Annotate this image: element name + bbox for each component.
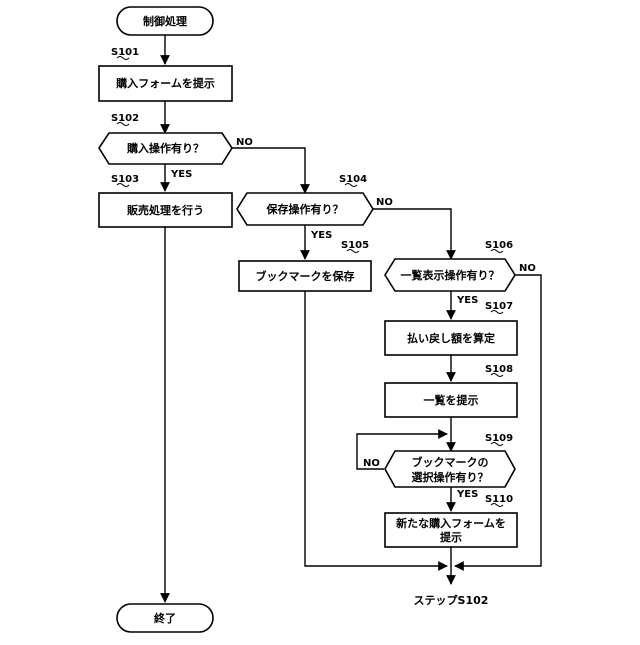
s107-label: 払い戻し額を算定	[407, 331, 495, 345]
process-s107: 払い戻し額を算定	[385, 321, 517, 355]
step-label-s108: S108	[485, 364, 513, 375]
s110-label-line2: 提示	[440, 530, 462, 544]
process-s101: 購入フォームを提示	[99, 66, 232, 101]
step-label-s107: S107	[485, 301, 513, 312]
s104-no-label: NO	[376, 197, 393, 208]
process-s110: 新たな購入フォームを 提示	[385, 513, 517, 547]
s109-yes-label: YES	[456, 489, 478, 500]
process-s108: 一覧を提示	[385, 383, 517, 417]
s110-label-line1: 新たな購入フォームを	[396, 516, 506, 530]
s102-no-label: NO	[236, 137, 253, 148]
edge-s104-no	[373, 209, 451, 259]
step-label-s101: S101	[111, 47, 139, 58]
s109-label-line1: ブックマークの	[412, 455, 489, 469]
start-terminal: 制御処理	[117, 7, 213, 35]
end-label: 終了	[154, 611, 176, 625]
end-terminal: 終了	[117, 604, 213, 632]
s102-yes-label: YES	[170, 169, 192, 180]
s104-label: 保存操作有り？	[266, 202, 344, 216]
step-label-s109: S109	[485, 433, 513, 444]
s106-no-label: NO	[519, 263, 536, 274]
step-label-s106: S106	[485, 240, 513, 251]
s103-label: 販売処理を行う	[127, 203, 204, 217]
start-label: 制御処理	[143, 14, 187, 28]
step-label-s105: S105	[341, 240, 369, 251]
s106-label: 一覧表示操作有り？	[401, 268, 500, 282]
step-label-s102: S102	[111, 113, 139, 124]
s104-yes-label: YES	[310, 230, 332, 241]
decision-s102: 購入操作有り？	[99, 133, 232, 164]
edge-labels: NO YES NO YES NO YES NO YES	[170, 137, 536, 500]
s102-label: 購入操作有り？	[126, 141, 204, 155]
process-s103: 販売処理を行う	[99, 193, 232, 227]
step-label-s110: S110	[485, 494, 513, 505]
decision-s104: 保存操作有り？	[237, 193, 373, 225]
s101-label: 購入フォームを提示	[115, 76, 215, 90]
s109-label-line2: 選択操作有り？	[412, 470, 489, 484]
edge-s102-no	[232, 148, 305, 193]
s106-yes-label: YES	[456, 295, 478, 306]
step-label-s103: S103	[111, 174, 139, 185]
s105-label: ブックマークを保存	[256, 269, 355, 283]
next-step-label: ステップS102	[414, 593, 489, 607]
decision-s109: ブックマークの 選択操作有り？	[385, 451, 515, 487]
process-s105: ブックマークを保存	[239, 261, 371, 291]
s109-no-label: NO	[363, 458, 380, 469]
step-label-s104: S104	[339, 174, 367, 185]
decision-s106: 一覧表示操作有り？	[385, 259, 515, 291]
s108-label: 一覧を提示	[424, 393, 479, 407]
